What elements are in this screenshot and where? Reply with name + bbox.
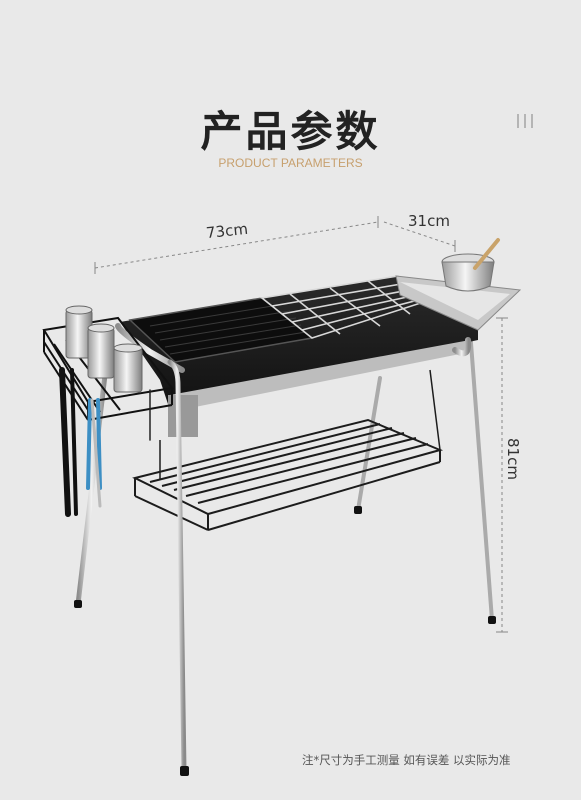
dimension-lines <box>94 216 508 633</box>
leg-feet <box>74 506 496 776</box>
measurement-footnote: 注*尺寸为手工测量 如有误差 以实际为准 <box>302 753 511 767</box>
back-legs <box>356 328 494 622</box>
page-subtitle: PRODUCT PARAMETERS <box>218 156 363 170</box>
decorative-bars-icon <box>517 114 533 128</box>
seasoning-cup <box>441 238 500 292</box>
lower-wire-shelf <box>132 369 444 531</box>
depth-dimension-label: 31cm <box>408 212 450 230</box>
hanging-tools <box>59 367 151 517</box>
height-dimension-label: 81cm <box>504 438 522 480</box>
grill-body <box>120 276 478 437</box>
front-legs <box>75 359 187 773</box>
grill-handles <box>115 323 472 373</box>
page-title: 产品参数 <box>200 107 381 156</box>
spice-shakers <box>65 305 143 393</box>
